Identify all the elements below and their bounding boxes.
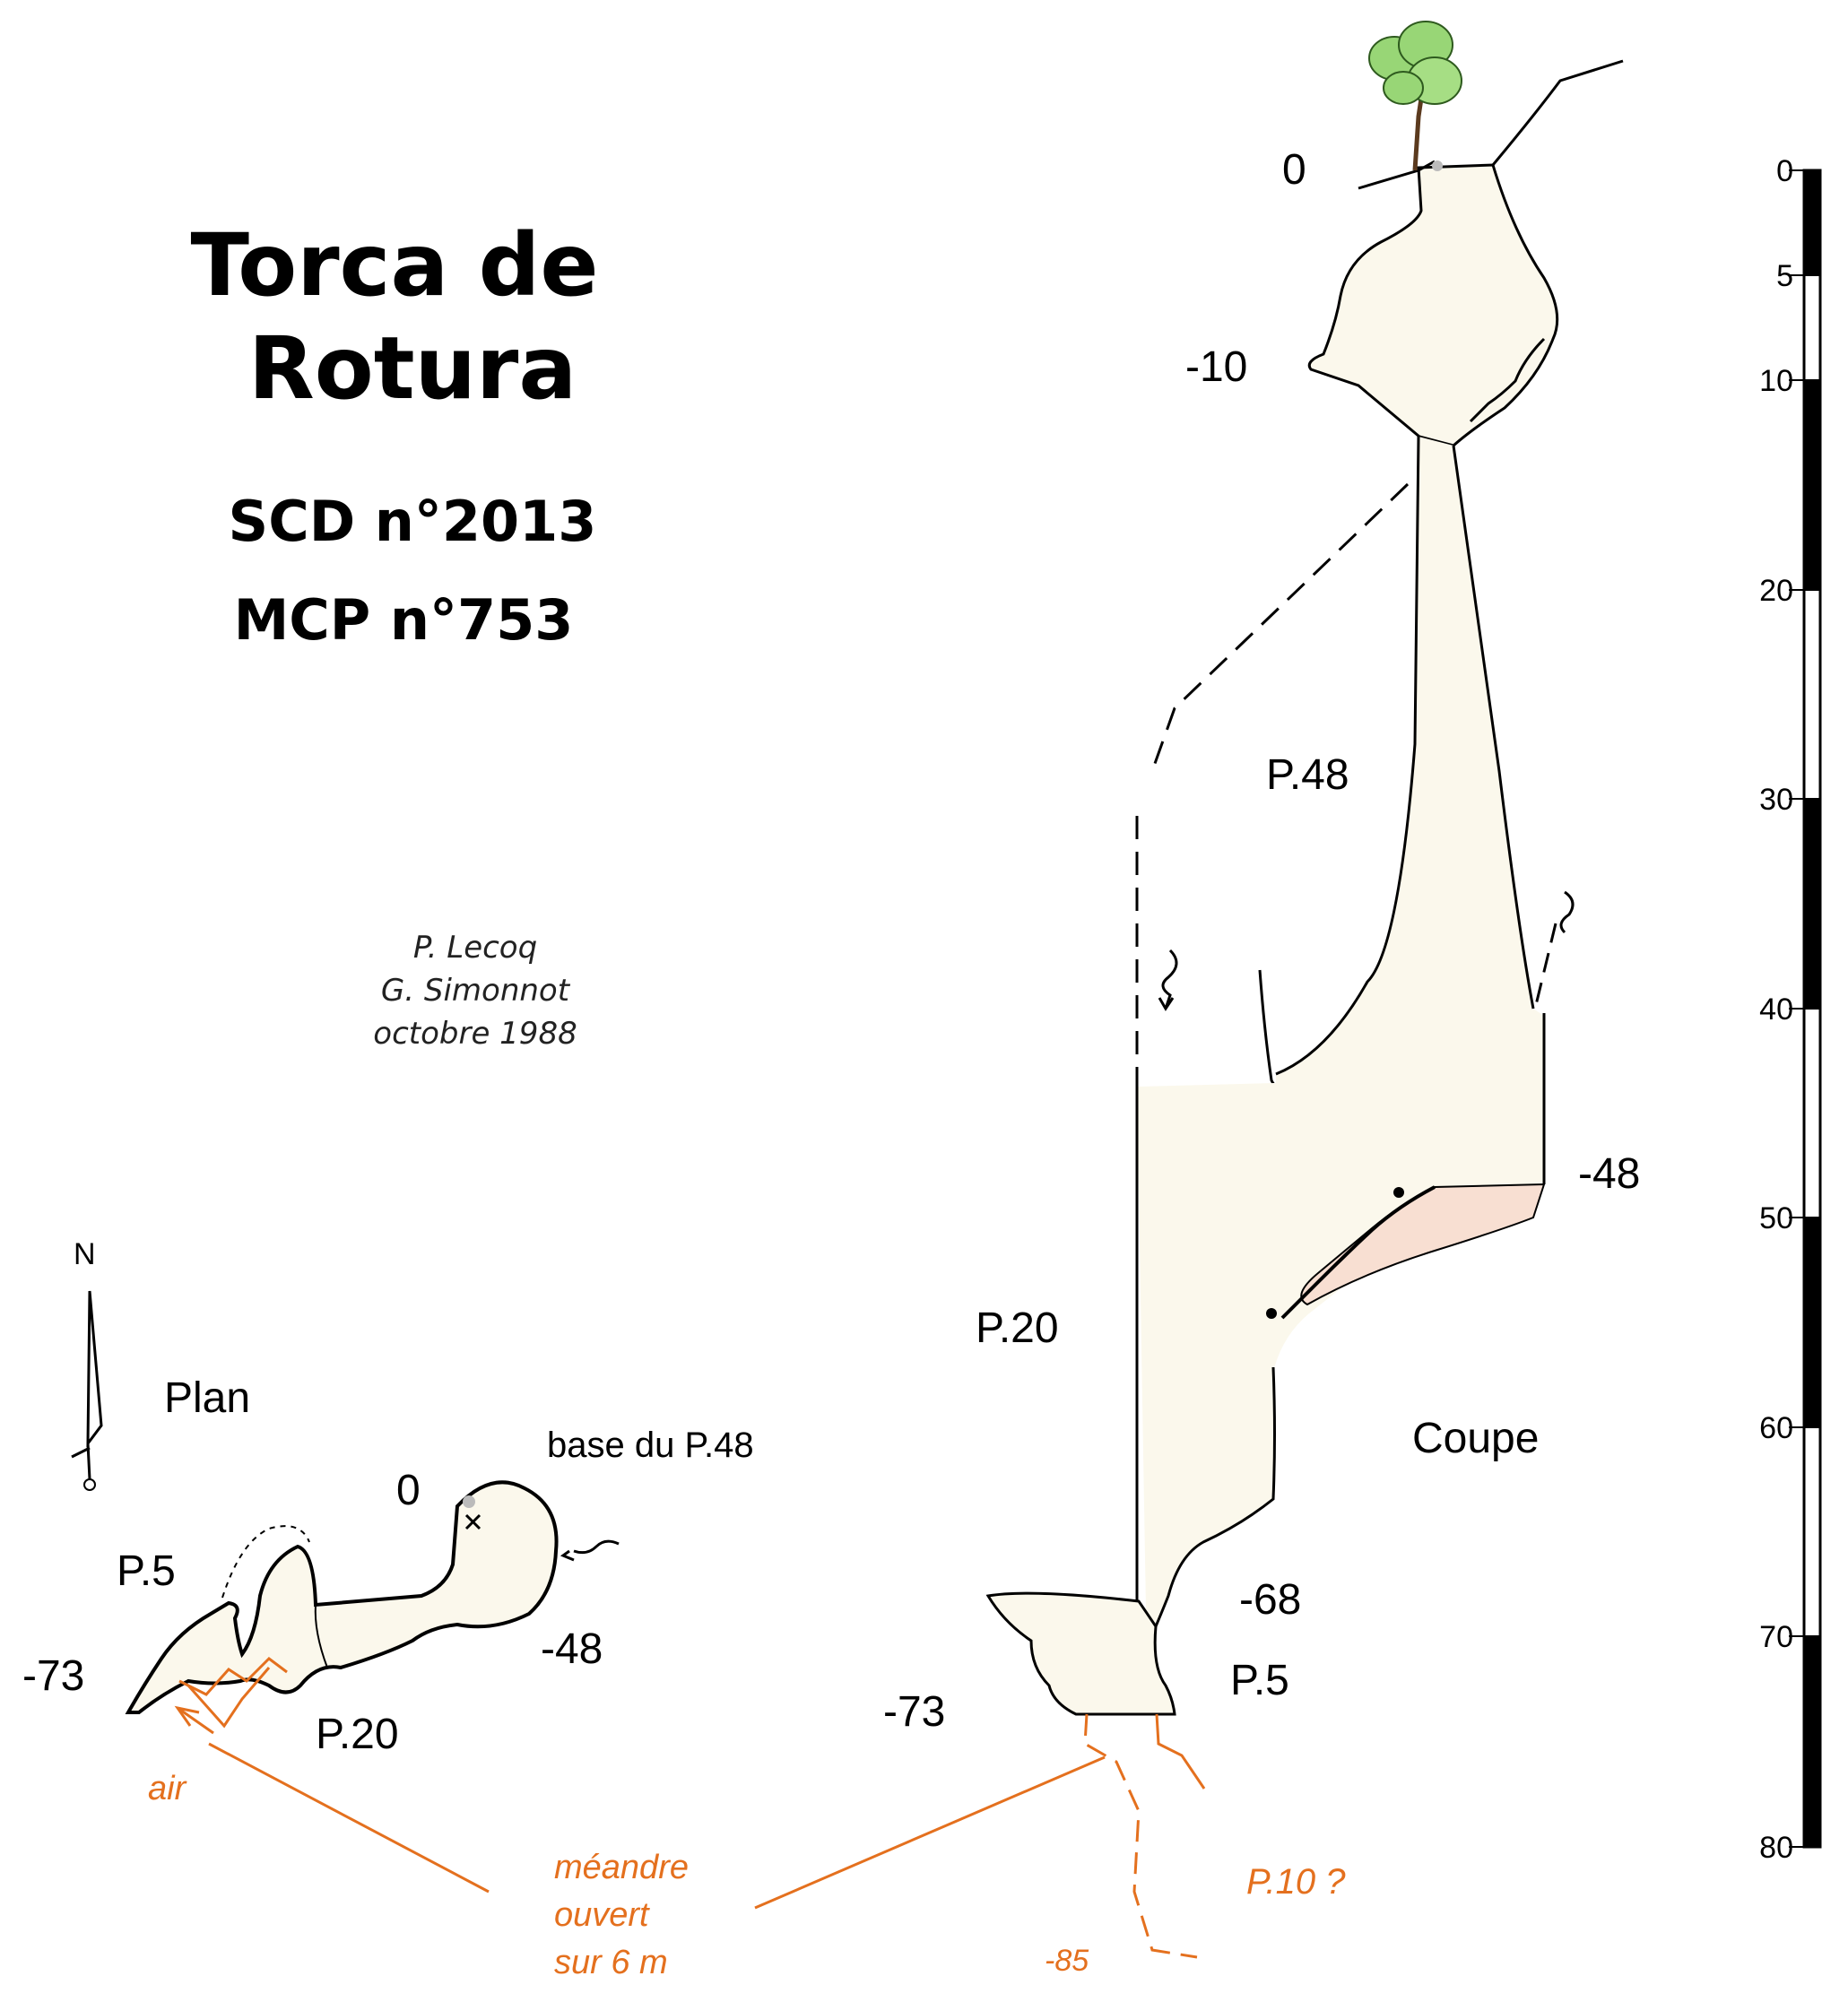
scd-number: SCD n°2013 [228, 489, 597, 554]
coupe-extension-depth: -85 [1045, 1944, 1089, 1978]
scale-tick-5: 5 [1776, 259, 1793, 293]
coupe-depth-73: -73 [883, 1688, 945, 1736]
coupe-section [754, 21, 1624, 1959]
plan-pitch-p20: P.20 [316, 1711, 399, 1758]
meander-extension [1083, 1713, 1198, 1959]
plan-pitch-p5: P.5 [117, 1547, 176, 1595]
meander-note-line-3: sur 6 m [554, 1944, 668, 1981]
plan-view [71, 1290, 620, 1894]
coupe-extension-pitch: P.10 ? [1246, 1862, 1346, 1902]
coupe-label: Coupe [1412, 1415, 1539, 1462]
credit-date: octobre 1988 [373, 1016, 577, 1052]
north-arrow-icon [71, 1290, 103, 1491]
plan-base-note: base du P.48 [547, 1426, 754, 1465]
scale-tick-40: 40 [1759, 992, 1793, 1027]
credit-surveyor-1: P. Lecoq [412, 930, 538, 966]
scale-tick-50: 50 [1759, 1201, 1793, 1235]
scale-tick-70: 70 [1759, 1620, 1793, 1654]
plan-depth-0: 0 [396, 1467, 421, 1514]
scale-tick-0: 0 [1776, 154, 1793, 188]
scale-tick-80: 80 [1759, 1831, 1793, 1865]
scale-tick-20: 20 [1759, 574, 1793, 608]
tree-icon [1368, 21, 1462, 171]
scale-tick-60: 60 [1759, 1411, 1793, 1445]
coupe-depth-48: -48 [1578, 1150, 1640, 1198]
plan-depth-73: -73 [22, 1652, 84, 1700]
plan-air-label: air [148, 1770, 187, 1807]
title-line-1: Torca de [190, 215, 599, 316]
upper-chamber [1307, 163, 1559, 447]
plan-label: Plan [164, 1374, 250, 1422]
lower-chamber [1137, 1076, 1544, 1714]
coupe-pitch-p20: P.20 [976, 1304, 1059, 1352]
depth-scale-bar [1789, 169, 1822, 1849]
coupe-depth-0: 0 [1282, 146, 1306, 194]
coupe-pitch-p48: P.48 [1266, 751, 1349, 799]
north-label: N [74, 1237, 96, 1271]
coupe-depth-10: -10 [1185, 343, 1247, 391]
plan-cave-outline [125, 1480, 559, 1714]
credit-surveyor-2: G. Simonnot [380, 973, 570, 1009]
plan-depth-48: -48 [541, 1625, 603, 1673]
coupe-depth-68: -68 [1239, 1576, 1301, 1624]
scale-tick-10: 10 [1759, 364, 1793, 398]
bottom-chamber [985, 1591, 1176, 1716]
coupe-pitch-p5: P.5 [1230, 1657, 1289, 1704]
surface-line [1358, 160, 1436, 190]
scale-tick-30: 30 [1759, 783, 1793, 817]
meander-note-line-1: méandre [554, 1849, 689, 1886]
mcp-number: MCP n°753 [233, 587, 574, 653]
title-line-2: Rotura [247, 318, 577, 419]
meander-note-line-2: ouvert [554, 1896, 650, 1934]
